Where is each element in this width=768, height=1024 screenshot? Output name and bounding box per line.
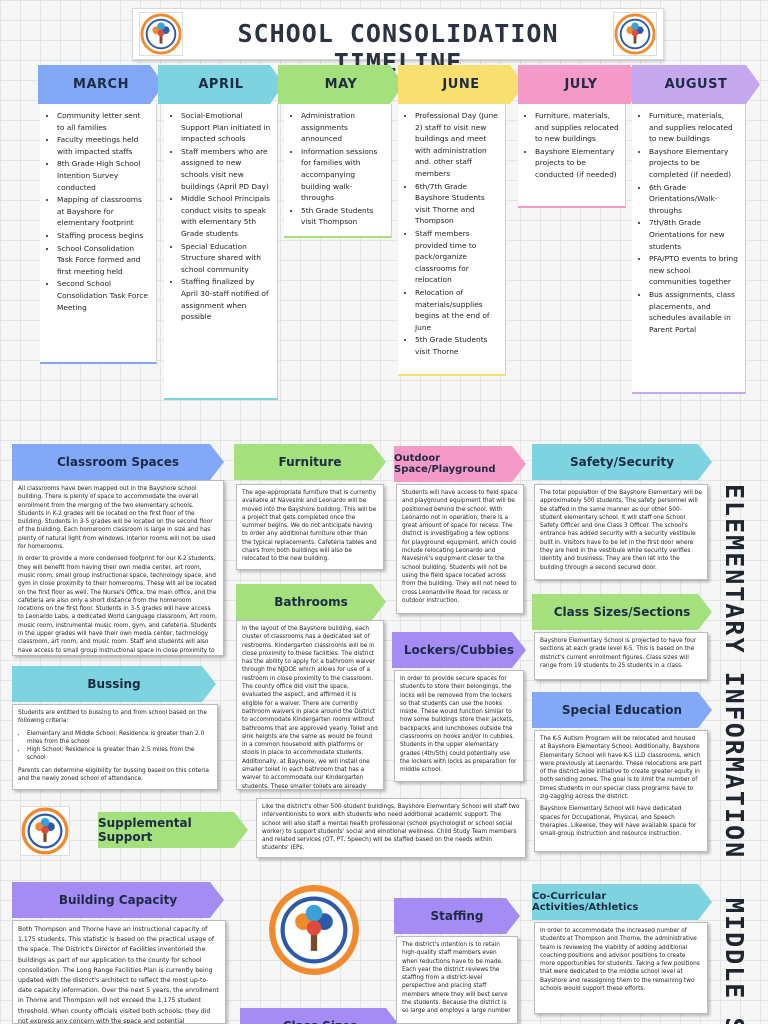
list-item: Faculty meetings held with impacted staf… [57, 134, 150, 157]
outdoor-space-box: Students will have access to field space… [396, 484, 524, 614]
bathrooms-heading: Bathrooms [236, 584, 386, 620]
lockers-cubbies-box: In order to provide secure spaces for st… [394, 670, 524, 782]
co-curricular-box: In order to accommodate the increased nu… [534, 922, 708, 1014]
list-item: Information sessions for families with a… [301, 146, 385, 204]
paragraph: In order to provide secure spaces for st… [400, 676, 517, 774]
bussing-box: Students are entitled to bussing to and … [12, 704, 218, 790]
list-item: Administration assignments announced [301, 110, 385, 145]
list-item: Bayshore Elementary projects to be condu… [535, 146, 619, 181]
paragraph: In order to accommodate the increased nu… [540, 928, 700, 993]
bussing-outro: Parents can determine eligibility for bu… [18, 767, 209, 783]
list-item: 5th Grade Students visit Thorne [415, 334, 499, 357]
staffing-box: The district's intention is to retain hi… [396, 936, 518, 1024]
staffing-heading: Staffing [394, 898, 520, 934]
list-item: 8th Grade High School Intention Survey c… [57, 158, 150, 193]
middle-side-label: MIDDLE SC [720, 898, 749, 1024]
district-logo-small [20, 806, 70, 856]
month-tab-july: JULY [518, 65, 644, 104]
month-list-july: Furniture, materials, and supplies reloc… [518, 104, 626, 208]
building-capacity-box: Both Thompson and Thorne have an instruc… [12, 920, 226, 1024]
elementary-side-label: ELEMENTARY INFORMATION [720, 484, 749, 860]
list-item: Staff members who are assigned to new sc… [181, 146, 271, 192]
month-tab-june: JUNE [398, 65, 524, 104]
list-item: Social-Emotional Support Plan initiated … [181, 110, 271, 145]
list-item: School Consolidation Task Force formed a… [57, 243, 150, 278]
lockers-cubbies-heading: Lockers/Cubbies [392, 632, 526, 668]
list-item: Special Education Structure shared with … [181, 241, 271, 276]
list-item: High School: Residence is greater than 2… [27, 746, 212, 763]
month-list-march: Community letter sent to all familiesFac… [40, 104, 157, 364]
furniture-heading: Furniture [234, 444, 386, 480]
paragraph: Like the district's other 500-student bu… [262, 804, 520, 852]
outdoor-space-heading: Outdoor Space/Playground [394, 446, 526, 482]
list-item: PFA/PTO events to bring new school commu… [649, 253, 739, 288]
tree-logo-icon [21, 807, 69, 855]
month-list-may: Administration assignments announcedInfo… [284, 104, 392, 238]
title-banner: School Consolidation Timeline [132, 8, 664, 77]
bussing-intro: Students are entitled to bussing to and … [18, 710, 207, 725]
supplemental-support-box: Like the district's other 500-student bu… [256, 798, 526, 858]
list-item: Bayshore Elementary projects to be compl… [649, 146, 739, 181]
list-item: Staffing finalized by April 30-staff not… [181, 276, 271, 322]
bussing-heading: Bussing [12, 666, 216, 702]
class-sizes-sections-heading: Class Sizes/Sections [532, 594, 712, 630]
list-item: 5th Grade Students visit Thompson [301, 205, 385, 228]
list-item: Bus assignments, class placements, and s… [649, 289, 739, 335]
list-item: Relocation of materials/supplies begins … [415, 287, 499, 333]
list-item: 7th/8th Grade Orientations for new stude… [649, 217, 739, 252]
district-logo-right [613, 12, 657, 56]
month-tab-may: MAY [278, 65, 404, 104]
classroom-spaces-box: All classrooms have been mapped out in t… [12, 480, 224, 656]
bathrooms-box: In the layout of the Bayshore building, … [236, 620, 384, 790]
list-item: Furniture, materials, and supplies reloc… [535, 110, 619, 145]
special-education-box: The K-5 Autism Program will be relocated… [534, 730, 708, 852]
list-item: Staff members provided time to pack/orga… [415, 228, 499, 286]
month-tab-august: AUGUST [632, 65, 760, 104]
district-seal [244, 884, 384, 976]
class-sizes-sections-box: Bayshore Elementary School is projected … [534, 632, 708, 680]
co-curricular-heading: Co-Curricular Activities/Athletics [532, 884, 712, 920]
tree-logo-icon [140, 13, 182, 55]
month-list-june: Professional Day (June 2) staff to visit… [398, 104, 506, 376]
list-item: Second School Consolidation Task Force M… [57, 278, 150, 313]
paragraph: Both Thompson and Thorne have an instruc… [18, 926, 219, 1024]
paragraph: The district's intention is to retain hi… [402, 942, 511, 1015]
list-item: 6th/7th Grade Bayshore Students visit Th… [415, 181, 499, 227]
paragraph: Bayshore Elementary School will have ded… [540, 806, 697, 838]
safety-security-box: The total population of the Bayshore Ele… [534, 484, 708, 580]
list-item: Community letter sent to all families [57, 110, 150, 133]
paragraph: In the layout of the Bayshore building, … [242, 626, 378, 790]
month-list-august: Furniture, materials, and supplies reloc… [632, 104, 746, 394]
classroom-spaces-heading: Classroom Spaces [12, 444, 224, 480]
paragraph: Students will have access to field space… [402, 490, 518, 604]
tree-logo-icon [269, 885, 359, 975]
paragraph: The total population of the Bayshore Ele… [540, 490, 702, 571]
list-item: Staffing process begins [57, 230, 150, 242]
class-sizes-heading: Class Sizes [240, 1008, 400, 1024]
safety-security-heading: Safety/Security [532, 444, 712, 480]
month-list-april: Social-Emotional Support Plan initiated … [164, 104, 278, 400]
building-capacity-heading: Building Capacity [12, 882, 224, 918]
district-logo [139, 12, 183, 56]
tree-logo-icon [614, 13, 656, 55]
paragraph: The age-appropriate furniture that is cu… [242, 490, 377, 563]
list-item: Mapping of classrooms at Bayshore for el… [57, 194, 150, 229]
paragraph: In order to provide a more condensed foo… [18, 556, 217, 654]
furniture-box: The age-appropriate furniture that is cu… [236, 484, 384, 570]
month-tab-april: APRIL [158, 65, 284, 104]
paragraph: Bayshore Elementary School is projected … [540, 638, 697, 669]
list-item: Furniture, materials, and supplies reloc… [649, 110, 739, 145]
special-education-heading: Special Education [532, 692, 712, 728]
list-item: Elementary and Middle School: Residence … [27, 730, 212, 747]
supplemental-support-heading: Supplemental Support [98, 812, 248, 848]
list-item: Professional Day (June 2) staff to visit… [415, 110, 499, 180]
month-tab-march: MARCH [38, 65, 164, 104]
list-item: Middle School Principals conduct visits … [181, 193, 271, 239]
paragraph: The K-5 Autism Program will be relocated… [540, 736, 702, 801]
list-item: 6th Grade Orientations/Walk-throughs [649, 182, 739, 217]
paragraph: All classrooms have been mapped out in t… [18, 486, 216, 551]
